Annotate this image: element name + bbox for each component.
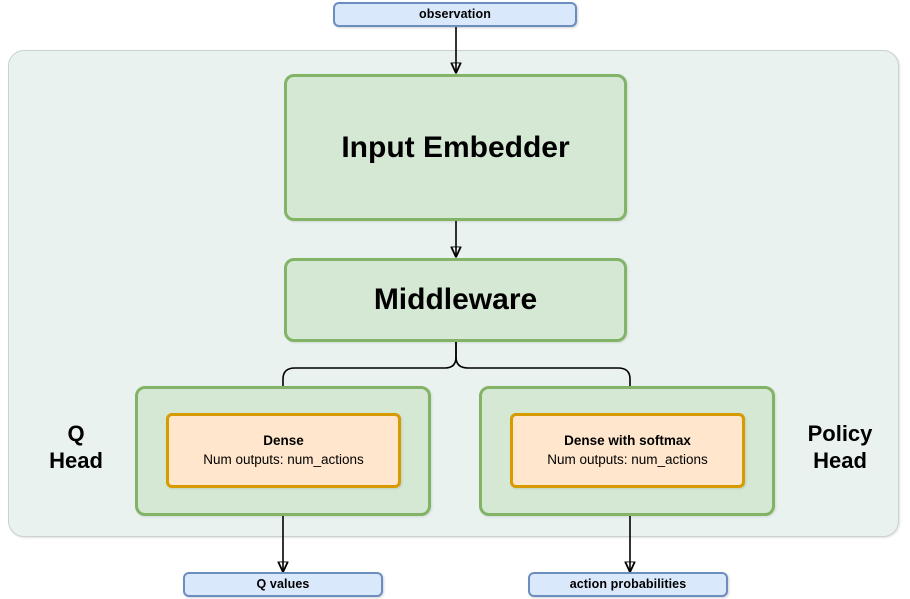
node-action-probabilities-label: action probabilities xyxy=(569,577,687,592)
node-input-embedder-label: Input Embedder xyxy=(341,130,570,164)
node-observation[interactable]: observation xyxy=(333,2,577,27)
node-observation-label: observation xyxy=(419,7,491,22)
node-q-head-dense-subtitle: Num outputs: num_actions xyxy=(203,451,364,467)
node-q-head-dense[interactable]: Dense Num outputs: num_actions xyxy=(166,413,401,488)
node-middleware[interactable]: Middleware xyxy=(284,258,627,342)
node-input-embedder[interactable]: Input Embedder xyxy=(284,74,627,221)
q-head-label: Q Head xyxy=(22,412,130,484)
node-action-probabilities[interactable]: action probabilities xyxy=(528,572,728,597)
node-policy-head-dense[interactable]: Dense with softmax Num outputs: num_acti… xyxy=(510,413,745,488)
q-head-label-line1: Q xyxy=(67,421,85,447)
q-head-label-line2: Head xyxy=(49,448,103,473)
node-policy-head-dense-title: Dense with softmax xyxy=(564,432,691,448)
policy-head-label-line2: Head xyxy=(813,448,867,473)
policy-head-label: Policy Head xyxy=(782,412,898,484)
node-q-values-label: Q values xyxy=(256,577,310,592)
node-middleware-label: Middleware xyxy=(373,283,538,316)
node-q-head-dense-title: Dense xyxy=(263,432,304,448)
node-q-values[interactable]: Q values xyxy=(183,572,383,597)
node-policy-head-dense-subtitle: Num outputs: num_actions xyxy=(547,451,708,467)
policy-head-label-line1: Policy xyxy=(807,421,873,447)
